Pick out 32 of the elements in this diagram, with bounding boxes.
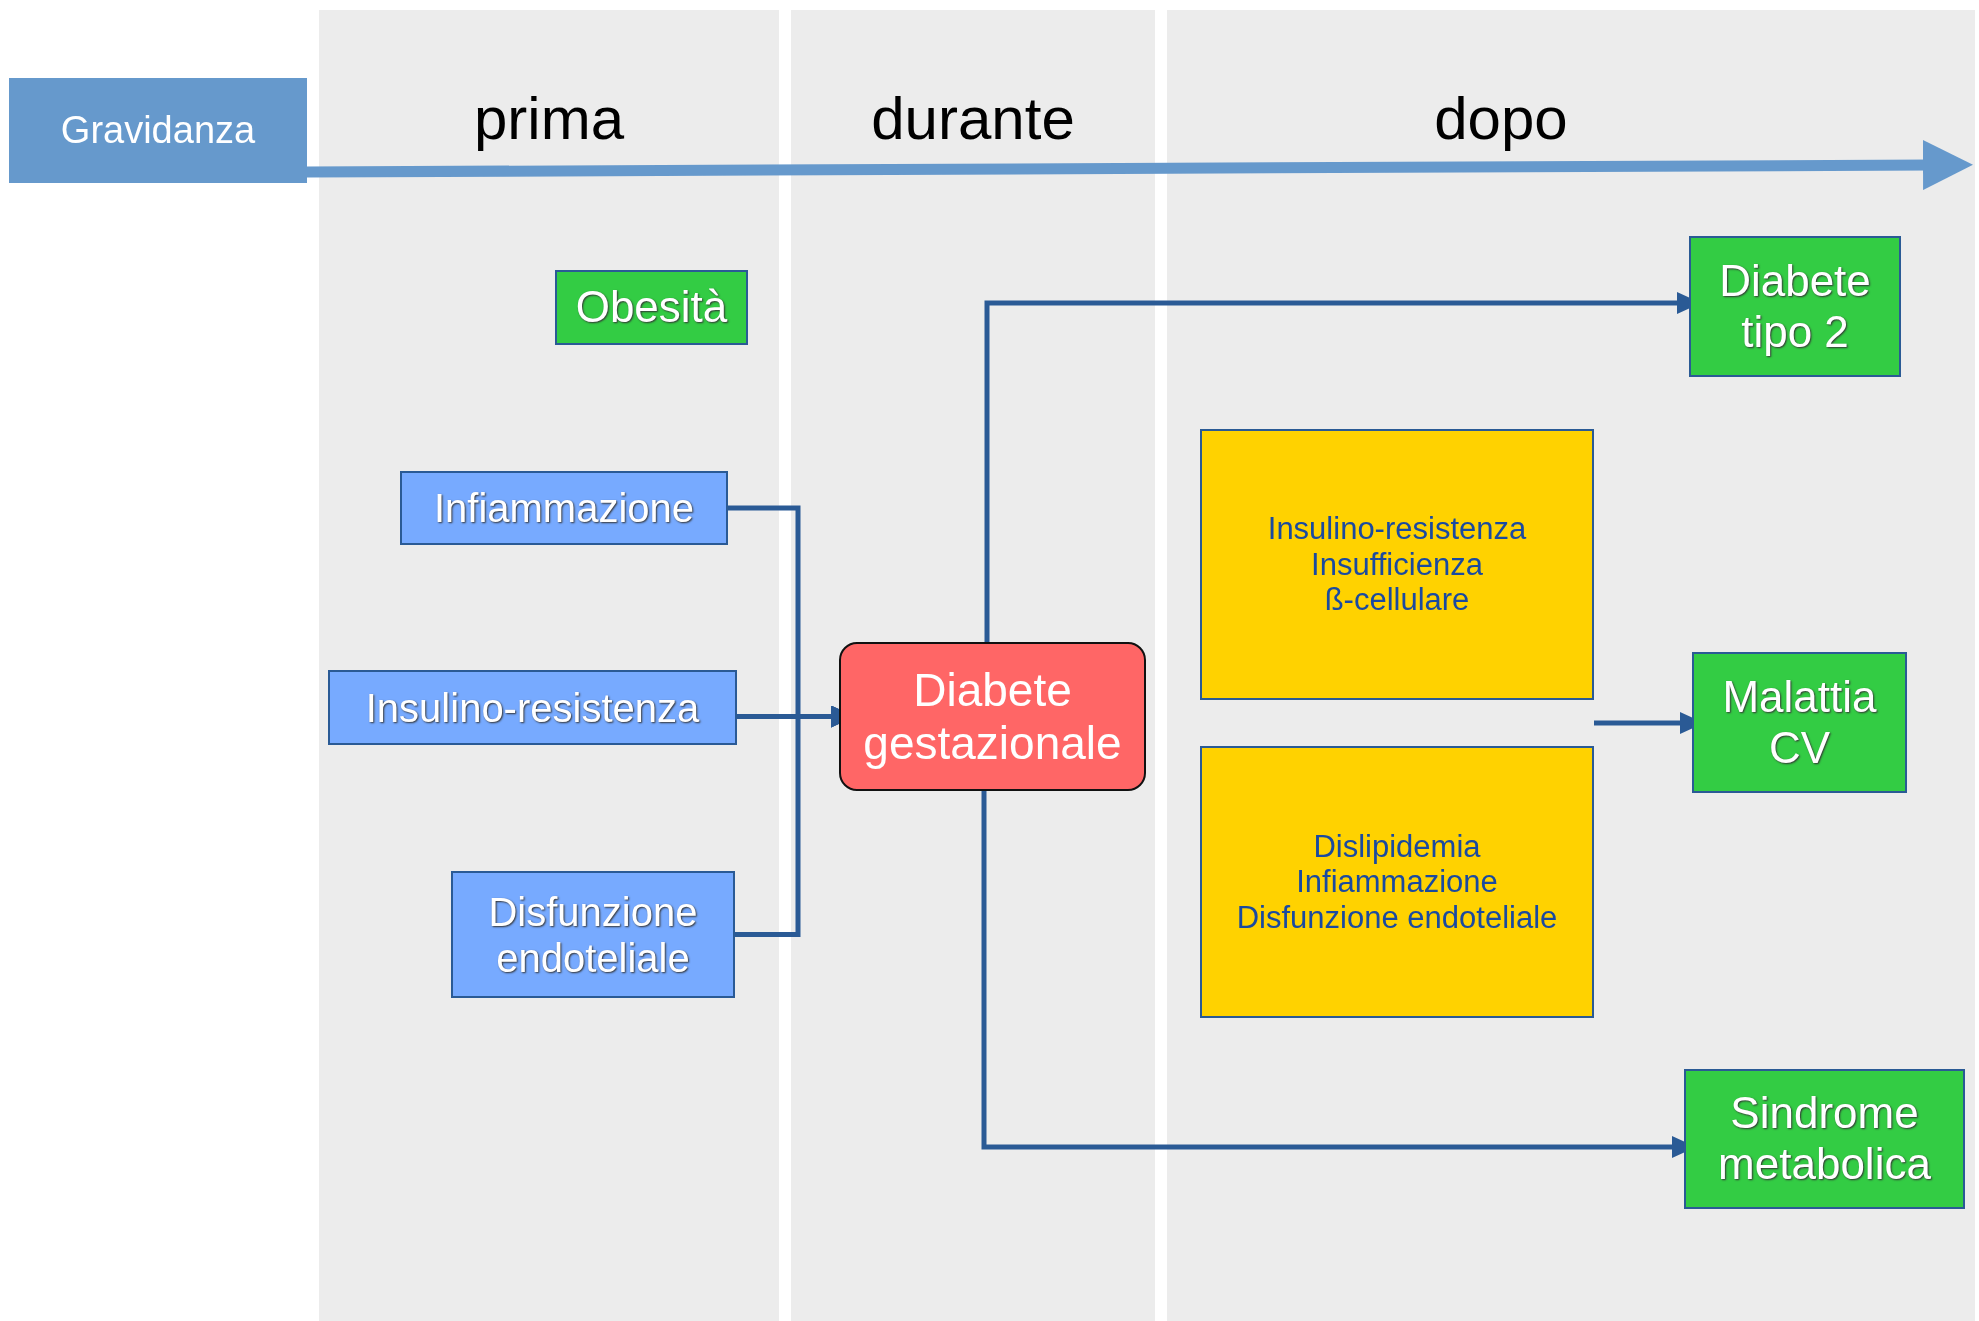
label-box [9,78,307,183]
label-text: Gravidanza [60,108,256,153]
condition-box [839,642,1146,791]
box-label: Insulino-resistenza [1267,511,1527,547]
box-label: Sindrome metabolica [1717,1088,1932,1190]
factor-box [328,670,737,745]
box-label: Malattia CV [1721,671,1878,774]
outcome-box [1692,652,1907,793]
timeline-arrow [306,140,1973,191]
factor-box [400,471,728,545]
phase-heading: durante [871,84,1075,153]
factor-box [451,871,735,998]
box-label: Infiammazione [1296,864,1498,900]
phase-column [791,10,1155,1321]
phase-column [1167,10,1975,1321]
mechanism-box [1200,429,1594,700]
box-label: Obesità [575,282,728,333]
phase-heading: dopo [1434,84,1568,153]
box-label: Disfunzione endoteliale [1236,899,1558,936]
box-label: Insulino-resistenza [365,684,700,731]
outcome-box [1689,236,1901,377]
box-label: Disfunzione endoteliale [487,888,699,981]
outcome-box [1684,1069,1965,1209]
phase-heading: prima [474,84,624,153]
box-label: Infiammazione [433,485,695,531]
box-label: Diabete tipo 2 [1718,255,1872,358]
mechanism-box [1200,746,1594,1018]
phase-column [319,10,779,1321]
outcome-box [555,270,748,345]
box-label: Dislipidemia [1313,828,1481,865]
box-label: Diabete gestazionale [862,663,1123,770]
box-label: Insufficienza ß-cellulare [1310,546,1484,618]
